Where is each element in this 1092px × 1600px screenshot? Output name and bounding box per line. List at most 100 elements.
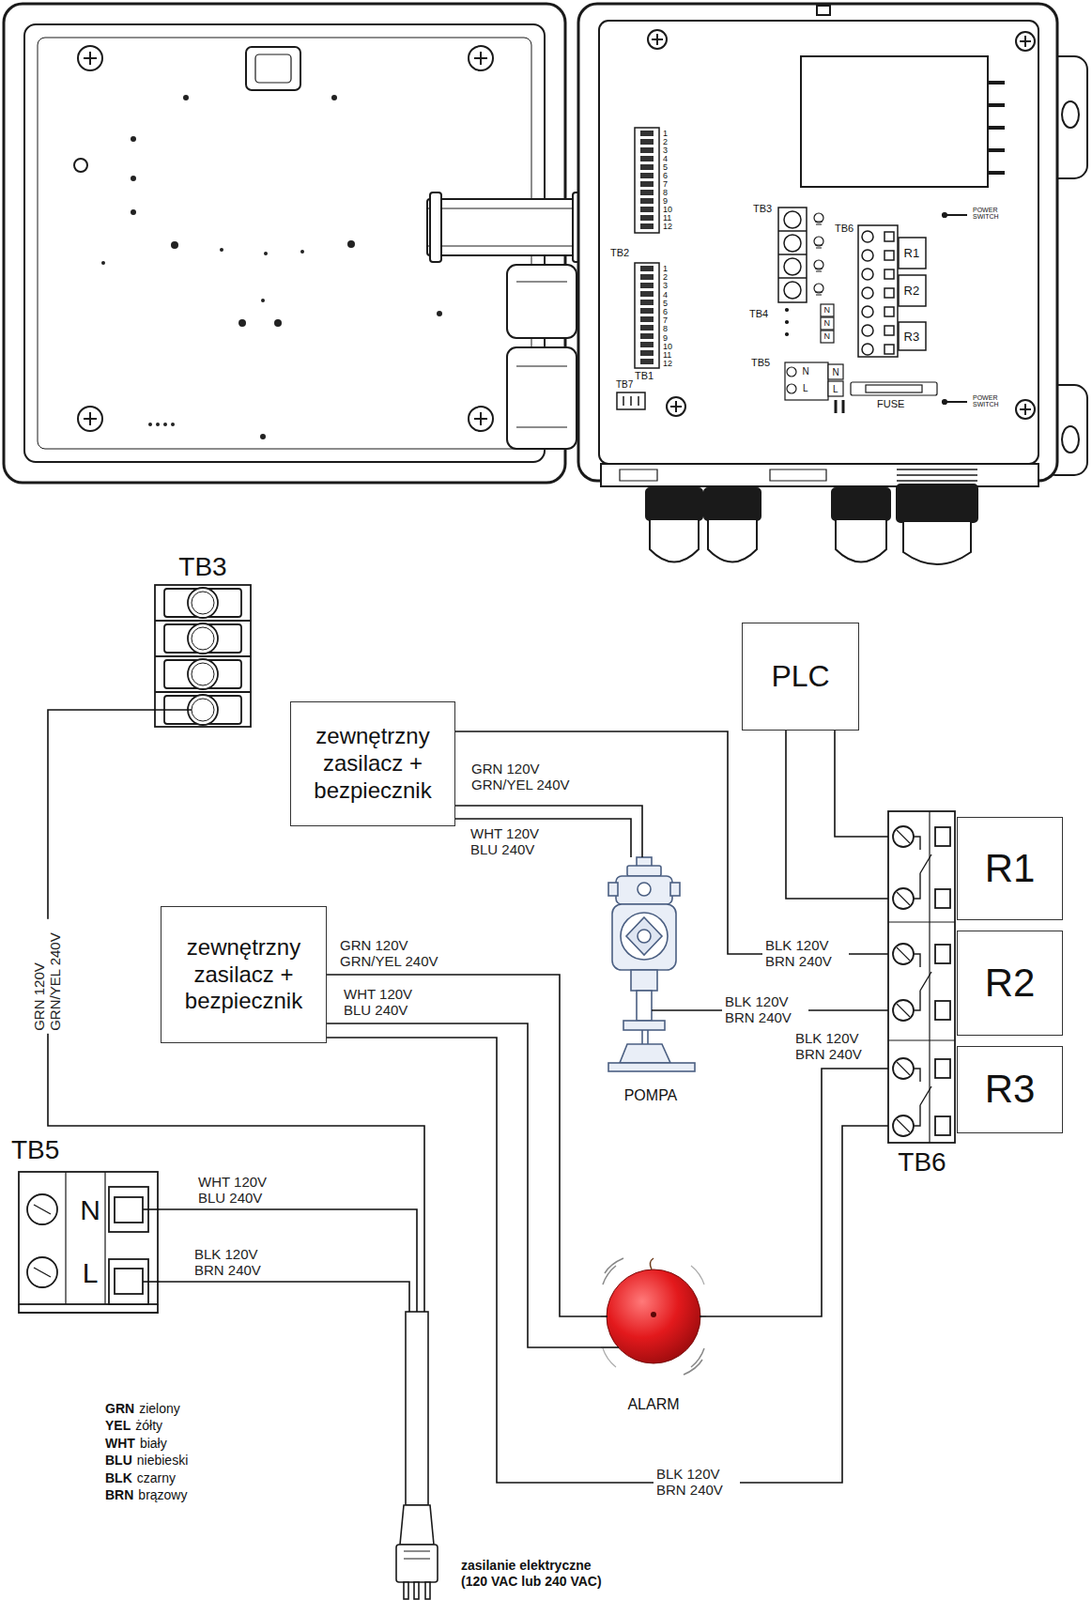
terminal-block: TB3 [154, 539, 251, 728]
part-label: 7 [662, 180, 668, 189]
legend-text: YEL [105, 1418, 131, 1432]
power-supply-box: zewnętrzny zasilacz + bezpiecznik [290, 701, 456, 827]
part-label: 3 [662, 146, 668, 155]
legend-text: WHT [105, 1436, 136, 1450]
legend-text: GRN [105, 1401, 135, 1415]
relay-box: R1 [956, 816, 1063, 921]
legend-text: BLU [105, 1453, 133, 1467]
part-label: 12 [662, 222, 673, 231]
legend-text: BLK [105, 1471, 133, 1485]
relay-box: R2 [956, 930, 1063, 1036]
power-supply-box: zewnętrzny zasilacz + bezpiecznik [160, 906, 327, 1044]
part-label: 8 [662, 188, 668, 198]
power-plug: zasilanie elektryczne (120 VAC lub 240 V… [399, 1311, 447, 1600]
pump: POMPA [600, 857, 701, 1111]
terminal-block: TB5NL [11, 1134, 160, 1307]
part-label: 9 [662, 334, 668, 343]
wire [326, 974, 601, 1317]
node-label: TB5 [11, 1134, 87, 1167]
legend-text: czarny [137, 1471, 176, 1485]
part-label: 12 [662, 359, 673, 369]
wire [159, 1209, 417, 1312]
node-label: zasilanie elektryczne (120 VAC lub 240 V… [461, 1557, 612, 1590]
part-label: N [824, 319, 831, 328]
part-label: 1 [662, 129, 668, 139]
wire-label: GRN 120V GRN/YEL 240V [337, 937, 452, 971]
part-label: 6 [662, 307, 668, 317]
part-label: N [824, 332, 831, 341]
part-label: R3 [904, 330, 921, 343]
wire [326, 1023, 601, 1348]
legend-text: zielony [138, 1401, 181, 1415]
node-label: R3 [984, 1065, 1036, 1113]
wire [159, 1281, 410, 1312]
part-label: 3 [662, 281, 668, 291]
part-label: TB1 [634, 370, 654, 382]
wire-label: GRN 120V GRN/YEL 240V [30, 919, 65, 1034]
node-label: zewnętrzny zasilacz + bezpiecznik [298, 722, 447, 804]
node-label: L [71, 1256, 109, 1291]
part-label: N [832, 368, 840, 378]
wire-label: BLK 120V BRN 240V [722, 993, 809, 1028]
legend-text: żółty [135, 1418, 163, 1432]
part-label: 8 [662, 324, 668, 334]
wire [455, 731, 889, 954]
part-label: TB7 [615, 380, 633, 390]
wire-label: WHT 120V BLU 240V [467, 825, 556, 860]
part-label: 10 [662, 342, 673, 352]
part-label: N [802, 367, 810, 377]
legend-text: biały [139, 1436, 168, 1450]
node-label: POMPA [582, 1086, 720, 1105]
part-label: 4 [662, 154, 668, 164]
node-label: R2 [984, 959, 1036, 1007]
part-label: L [832, 384, 839, 395]
part-label: TB2 [610, 247, 630, 259]
alarm-bell: ALARM [600, 1262, 707, 1423]
part-label: TB3 [753, 203, 772, 215]
part-label: POWER SWITCH [972, 206, 1001, 220]
part-label: TB4 [749, 308, 769, 320]
node-label: TB6 [869, 1146, 975, 1179]
part-label: 5 [662, 163, 668, 172]
part-label: 11 [662, 351, 672, 360]
part-label: TB6 [834, 223, 854, 234]
wire [785, 730, 889, 899]
node-label: R1 [984, 845, 1036, 893]
part-label: TB5 [751, 357, 770, 369]
wire-label: WHT 120V BLU 240V [195, 1173, 284, 1208]
part-label: 6 [662, 171, 668, 181]
relay-box: R3 [956, 1045, 1063, 1134]
node-label: zewnętrzny zasilacz + bezpiecznik [169, 934, 319, 1016]
wire [706, 1068, 889, 1317]
part-label: 1 [662, 264, 668, 274]
part-label: 2 [662, 138, 668, 147]
part-label: R2 [904, 284, 921, 297]
part-label: R1 [904, 246, 921, 260]
part-label: 4 [662, 291, 668, 300]
part-label: 11 [662, 214, 672, 223]
part-label: POWER SWITCH [972, 394, 1001, 408]
wire-label: BLK 120V BRN 240V [653, 1465, 740, 1500]
node-label: ALARM [591, 1395, 716, 1414]
terminal-block: TB6 [888, 811, 956, 1183]
wire-label: BLK 120V BRN 240V [762, 937, 849, 971]
wire-label: BLK 120V BRN 240V [792, 1030, 879, 1064]
node-label: TB3 [154, 551, 251, 584]
wire-label: GRN 120V GRN/YEL 240V [468, 760, 584, 795]
node-label: PLC [770, 658, 830, 694]
node-label: N [71, 1193, 109, 1228]
part-label: 9 [662, 197, 668, 206]
part-label: FUSE [876, 399, 905, 410]
wire [326, 1037, 889, 1483]
legend-text: BRN [105, 1488, 134, 1502]
legend-text: brązowy [138, 1488, 187, 1502]
wire-label: WHT 120V BLU 240V [340, 985, 430, 1020]
wire-label: BLK 120V BRN 240V [191, 1245, 278, 1280]
part-label: 7 [662, 316, 668, 325]
wire [834, 730, 889, 837]
part-label: 2 [662, 273, 668, 282]
part-label: 5 [662, 299, 668, 308]
